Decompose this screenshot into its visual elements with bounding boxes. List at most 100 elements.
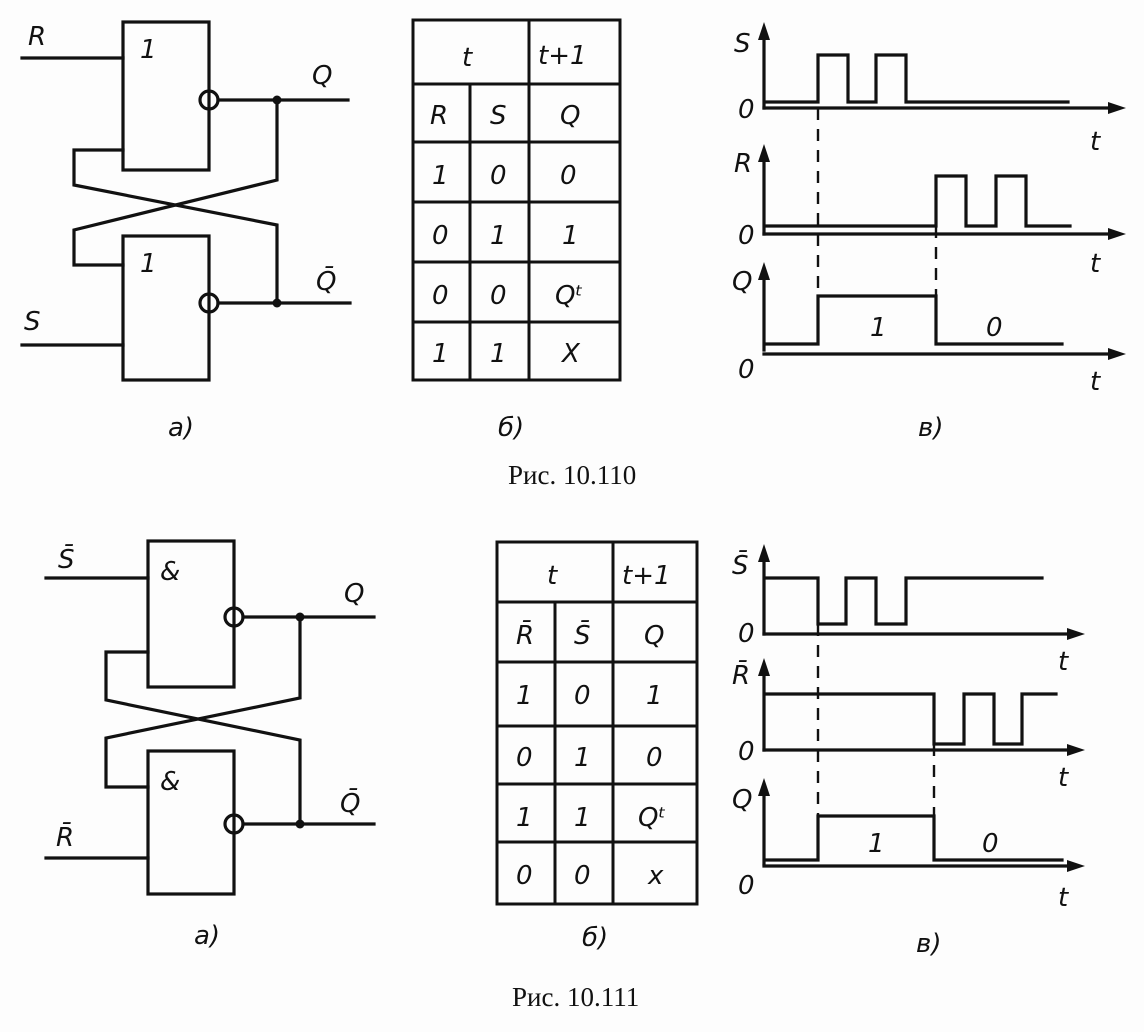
fig1-table-cell: 1 [562, 221, 579, 251]
fig1-table-col-q: Q [560, 101, 580, 131]
fig2-table-col-lines [553, 542, 615, 904]
fig2-table-border [495, 540, 699, 906]
fig1-truth-table: t t+1 R S Q 1 0 0 0 1 1 0 0 Qᵗ 1 1 X б) [411, 18, 622, 443]
fig1-table-cell: 0 [490, 161, 507, 191]
fig2-table-cell: 0 [574, 681, 591, 711]
arrow-head-icon [1067, 860, 1085, 872]
arrow-head-icon [758, 262, 770, 280]
fig1-sublabel-b: б) [498, 413, 524, 443]
fig2-timing-zero: 0 [738, 737, 755, 767]
fig1-sublabel-a: а) [168, 413, 194, 443]
fig2-timing-axis-t: t [1058, 763, 1069, 793]
fig2-table-cell: x [647, 861, 664, 891]
fig2-sublabel-v: в) [916, 929, 941, 959]
fig1-table-cell: 0 [560, 161, 577, 191]
fig1-table-cell: 1 [432, 161, 449, 191]
fig1-timing-axis-t: t [1090, 367, 1101, 397]
fig2-table-cell: 0 [516, 743, 533, 773]
fig1-sublabel-v: в) [918, 413, 943, 443]
fig1-wire-feedback-q [72, 98, 279, 267]
fig2-timing-axis-t: t [1058, 647, 1069, 677]
fig2-q-waveform [764, 814, 1064, 862]
fig1-table-cell: X [560, 339, 581, 369]
fig2-table-cell: 0 [574, 861, 591, 891]
fig1-timing-zero: 0 [738, 95, 755, 125]
arrow-head-icon [1067, 744, 1085, 756]
fig1-input-label-r: R [28, 22, 46, 52]
fig1-timing-label-q: Q [732, 267, 752, 297]
fig2-input-label-sbar: S̄ [58, 543, 75, 575]
fig1-timing-axis-t: t [1090, 249, 1101, 279]
fig1-caption: Рис. 10.110 [508, 460, 636, 490]
arrow-head-icon [758, 658, 770, 676]
fig2-rbar-waveform [764, 692, 1058, 746]
fig1-q-waveform [764, 294, 1064, 346]
fig2-caption: Рис. 10.111 [512, 982, 639, 1012]
fig2-junction-dot [295, 819, 305, 829]
fig1-wire-feedback-qbar [72, 148, 279, 305]
fig2-table-head-t1: t+1 [622, 561, 671, 591]
fig1-timing-label-r: R [734, 149, 752, 179]
fig2-truth-table: t t+1 R̄ S̄ Q 1 0 1 0 1 0 1 1 Qᵗ 0 0 x б… [495, 540, 699, 953]
fig1-table-cell: 1 [490, 221, 507, 251]
fig2-gate-bottom-symbol: & [160, 767, 180, 797]
fig2-input-label-rbar: R̄ [56, 821, 74, 853]
fig2-timing-label-q: Q [732, 785, 752, 815]
fig2-output-label-q: Q [344, 579, 364, 609]
fig2-wire-feedback-q [104, 615, 302, 789]
fig2-table-cell: 1 [574, 803, 591, 833]
fig2-sublabel-a: а) [194, 921, 220, 951]
fig2-circuit: & & S̄ R̄ Q Q̄ а) [44, 539, 376, 951]
fig1-gate-top [121, 20, 211, 172]
fig2-table-cell: Qᵗ [638, 803, 666, 833]
arrow-head-icon [1108, 348, 1126, 360]
fig1-output-label-q: Q [312, 61, 332, 91]
fig1-s-waveform [764, 53, 1070, 104]
fig1-table-head-t1: t+1 [538, 41, 587, 71]
fig1-table-row-lines [413, 82, 620, 324]
fig1-table-cell: 0 [432, 281, 449, 311]
fig1-timing-label-s: S [734, 29, 751, 59]
fig2-wire-feedback-qbar [104, 650, 302, 826]
fig1-q-high-label: 1 [870, 313, 887, 343]
fig1-table-cell: 1 [432, 339, 449, 369]
fig2-table-cell: 1 [574, 743, 591, 773]
arrow-head-icon [758, 544, 770, 562]
fig2-table-cell: 1 [516, 803, 533, 833]
fig1-table-cell: Qᵗ [555, 281, 583, 311]
arrow-head-icon [758, 22, 770, 40]
fig2-junction-dot [295, 612, 305, 622]
fig1-table-col-lines [468, 20, 531, 380]
fig1-output-label-qbar: Q̄ [316, 265, 336, 297]
fig1-r-waveform [764, 174, 1072, 228]
fig2-timing-zero: 0 [738, 619, 755, 649]
fig2-table-row-lines [497, 600, 697, 844]
arrow-head-icon [758, 778, 770, 796]
fig2-table-cell: 1 [646, 681, 663, 711]
fig2-q-high-label: 1 [868, 829, 885, 859]
fig1-table-head-t: t [462, 43, 473, 73]
fig1-junction-dot [272, 95, 282, 105]
fig1-table-cell: 0 [490, 281, 507, 311]
fig2-timing-label-sbar: S̄ [732, 549, 749, 581]
fig1-table-col-s: S [490, 101, 507, 131]
fig2-table-cell: 1 [516, 681, 533, 711]
fig2-timing-zero: 0 [738, 871, 755, 901]
fig2-table-cell: 0 [646, 743, 663, 773]
fig1-input-label-s: S [24, 307, 41, 337]
fig2-output-label-qbar: Q̄ [340, 787, 360, 819]
arrow-head-icon [758, 144, 770, 162]
fig2-table-cell: 0 [516, 861, 533, 891]
fig1-table-cell: 0 [432, 221, 449, 251]
fig2-timing-diagram: S̄ 0 t R̄ 0 t Q 0 1 0 t в) [732, 544, 1085, 959]
fig2-table-col-q: Q [644, 621, 664, 651]
fig2-timing-label-rbar: R̄ [732, 659, 750, 691]
fig1-table-col-r: R [430, 101, 448, 131]
fig2-gate-bottom [146, 749, 236, 896]
fig1-timing-zero: 0 [738, 221, 755, 251]
fig1-gate-bottom-symbol: 1 [140, 249, 157, 279]
fig2-sbar-waveform [764, 576, 1044, 626]
fig1-table-border [411, 18, 622, 382]
